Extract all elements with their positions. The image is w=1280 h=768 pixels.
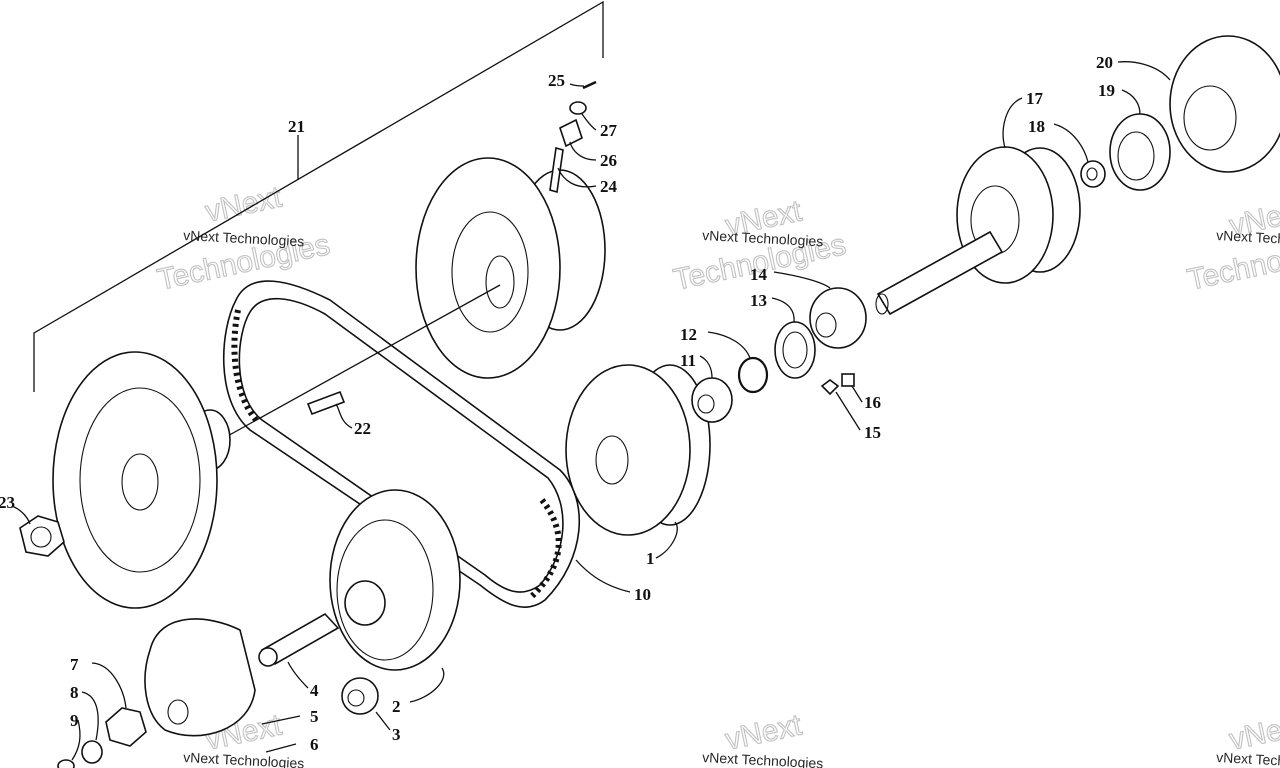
spider-assembly-2 (329, 489, 461, 671)
ring-9 (57, 759, 75, 768)
callout-9: 9 (70, 711, 79, 730)
clutch-cover-20 (1169, 35, 1280, 173)
callout-12: 12 (680, 325, 697, 344)
bearing-14 (809, 287, 867, 349)
callout-7: 7 (70, 655, 79, 674)
cover-plate-5 (144, 618, 256, 737)
washer-27 (569, 101, 587, 115)
callout-14: 14 (750, 265, 768, 284)
svg-text:vNext Technologies: vNext Technologies (702, 749, 824, 768)
bearing-11 (691, 377, 733, 423)
callout-6: 6 (310, 735, 319, 754)
callout-3: 3 (392, 725, 401, 744)
callout-10: 10 (634, 585, 651, 604)
drive-pulley-fixed-face (52, 351, 231, 609)
washer-15 (820, 379, 840, 396)
callout-19: 19 (1098, 81, 1115, 100)
bolt-16 (841, 373, 855, 387)
svg-text:vNext: vNext (203, 180, 286, 228)
washer-8 (81, 740, 103, 764)
callout-20: 20 (1096, 53, 1113, 72)
assembly-bracket-21 (33, 0, 604, 392)
watermark-bottom-center: vNext vNext Technologies (702, 708, 824, 768)
callout-1: 1 (646, 549, 655, 568)
callout-22: 22 (354, 419, 371, 438)
watermark-bottom-right: vNext vNext Technologies (1216, 708, 1280, 768)
drive-belt (222, 280, 580, 609)
seal-13 (774, 321, 816, 379)
svg-text:vNext Technologies: vNext Technologies (183, 227, 305, 249)
callout-labels: 1 2 3 4 5 6 7 8 9 10 11 12 13 14 15 16 1… (0, 53, 1115, 754)
callout-26: 26 (600, 151, 617, 170)
svg-text:vNext Technologies: vNext Technologies (183, 749, 305, 768)
callout-17: 17 (1026, 89, 1044, 108)
driven-clutch-sheave (415, 157, 606, 379)
callout-4: 4 (310, 681, 319, 700)
callout-21: 21 (288, 117, 305, 136)
one-way-clutch-19 (1109, 113, 1171, 191)
o-ring-12 (737, 356, 769, 394)
svg-text:vNext Technologies: vNext Technologies (702, 227, 824, 249)
roller-26 (559, 118, 583, 148)
output-shaft (875, 230, 1004, 316)
nut-7 (105, 707, 147, 747)
bearing-3 (341, 677, 379, 715)
watermark-right: vNext Technologies vNext Technologies (1184, 194, 1280, 297)
movable-sheave-1 (565, 364, 711, 536)
leader-lines (11, 61, 1171, 761)
callout-5: 5 (310, 707, 319, 726)
svg-text:vNext: vNext (723, 708, 806, 756)
svg-text:vNext Technologies: vNext Technologies (1216, 227, 1280, 249)
callout-15: 15 (864, 423, 881, 442)
key-22 (306, 390, 346, 416)
svg-text:vNext Technologies: vNext Technologies (1216, 749, 1280, 768)
nut-23 (19, 515, 65, 557)
nut-18 (1080, 160, 1106, 188)
callout-24: 24 (600, 177, 618, 196)
callout-11: 11 (680, 351, 696, 370)
watermark-left: vNext Technologies vNext Technologies (154, 180, 333, 297)
callout-23: 23 (0, 493, 15, 512)
callout-25: 25 (548, 71, 565, 90)
callout-13: 13 (750, 291, 767, 310)
bushing-4 (258, 612, 340, 667)
pin-24 (549, 146, 564, 194)
callout-8: 8 (70, 683, 79, 702)
callout-27: 27 (600, 121, 618, 140)
clip-25 (582, 80, 597, 90)
callout-18: 18 (1028, 117, 1045, 136)
callout-16: 16 (864, 393, 881, 412)
callout-2: 2 (392, 697, 401, 716)
